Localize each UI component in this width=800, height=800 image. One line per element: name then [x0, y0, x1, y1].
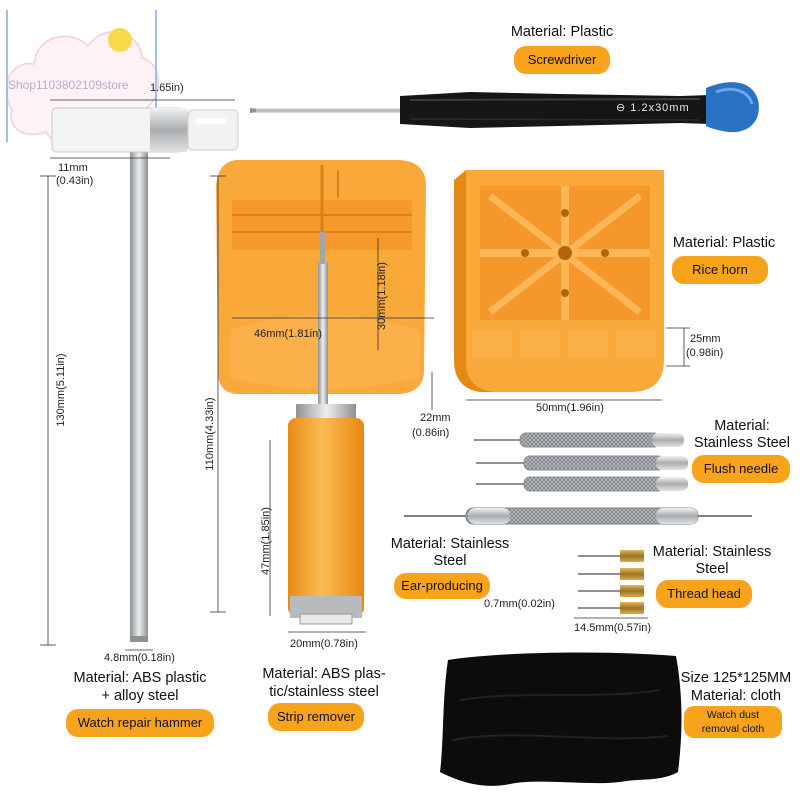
hammer-label-text: Watch repair hammer — [77, 715, 203, 730]
hammer-length: 130mm(5.11in) — [55, 353, 67, 427]
hammer-head-diameter-mm: 11mm — [58, 162, 88, 174]
thread-head-tip-size: 0.7mm(0.02in) — [484, 598, 555, 610]
hammer-label: Watch repair hammer — [66, 709, 214, 737]
rice-horn-material: Material: Plastic — [672, 235, 776, 251]
ear-producing-label: Ear-producing — [394, 573, 490, 599]
strip-remover-handle-length: 47mm(1.85in) — [260, 507, 272, 575]
dust-cloth-label: Watch dust removal cloth — [684, 706, 782, 738]
thread-head-3 — [578, 585, 644, 597]
rice-horn-height-in: (0.98in) — [686, 347, 724, 359]
hammer-material-line2: + alloy steel — [101, 688, 179, 704]
strip-remover-total-length: 110mm(4.33in) — [204, 397, 216, 471]
strip-remover-material-line2: tic/stainless steel — [269, 684, 379, 700]
screwdriver-label-text: Screwdriver — [527, 52, 597, 67]
dust-cloth-illustration — [440, 652, 682, 786]
ear-producing-illustration — [404, 507, 752, 525]
flush-needle-illustration — [474, 432, 688, 492]
thread-head-label-text: Thread head — [667, 586, 741, 601]
flush-needle-2 — [476, 455, 688, 471]
hammer-shaft-diameter: 4.8mm(0.18in) — [104, 652, 175, 664]
screwdriver-material: Material: Plastic — [510, 24, 614, 40]
thread-head-material-line1: Material: Stainless — [652, 544, 772, 560]
screwdriver-label: Screwdriver — [514, 46, 610, 74]
hammer-dimension-lines — [40, 99, 235, 651]
rice-horn-dimension-lines — [466, 327, 690, 401]
rice-horn-width: 50mm(1.96in) — [536, 402, 604, 414]
hammer-material-line1: Material: ABS plastic — [73, 670, 207, 686]
flush-needle-label-text: Flush needle — [703, 461, 779, 476]
dust-cloth-material: Material: cloth — [690, 688, 782, 704]
thread-head-1 — [578, 550, 644, 562]
watermark-text: Shop1103802109store — [8, 78, 129, 92]
flush-needle-3 — [476, 476, 688, 492]
thread-head-material-line2: Steel — [695, 561, 729, 577]
dust-cloth-size: Size 125*125MM — [680, 670, 792, 686]
thread-head-length: 14.5mm(0.57in) — [574, 622, 652, 634]
strip-remover-gap-mm: 22mm — [420, 412, 451, 424]
screwdriver-illustration — [250, 82, 759, 133]
ear-producing-material-line2: Steel — [433, 553, 467, 569]
rice-horn-height-mm: 25mm — [690, 333, 721, 345]
strip-remover-material-line1: Material: ABS plas- — [262, 666, 386, 682]
flush-needle-material-line2: Stainless Steel — [694, 435, 790, 451]
strip-remover-illustration — [216, 160, 426, 625]
strip-remover-dimension-lines — [210, 175, 434, 633]
strip-remover-label: Strip remover — [268, 703, 364, 731]
thread-head-4 — [578, 602, 644, 614]
thread-head-label: Thread head — [656, 580, 752, 608]
hammer-head-diameter-in: (0.43in) — [56, 175, 94, 187]
flush-needle-label: Flush needle — [692, 455, 790, 483]
strip-remover-height: 30mm(1.18in) — [376, 262, 388, 330]
sun-icon — [108, 28, 132, 52]
dust-cloth-label-line1: Watch dust — [706, 709, 760, 721]
strip-remover-width: 46mm(1.81in) — [254, 328, 322, 340]
rice-horn-illustration — [454, 170, 664, 392]
ear-producing-material-line1: Material: Stainless — [390, 536, 510, 552]
rice-horn-label-text: Rice horn — [692, 262, 748, 277]
thread-head-2 — [578, 568, 644, 580]
hammer-head-length: 1.65in) — [150, 82, 184, 94]
strip-remover-gap-in: (0.86in) — [412, 427, 450, 439]
strip-remover-label-text: Strip remover — [276, 709, 356, 724]
flush-needle-material-line1: Material: — [714, 418, 770, 434]
screwdriver-handle-text: ⊖ 1.2x30mm — [616, 102, 690, 114]
flush-needle-1 — [474, 432, 684, 448]
hammer-illustration — [51, 107, 239, 642]
strip-remover-handle-width: 20mm(0.78in) — [290, 638, 358, 650]
dust-cloth-label-line2: removal cloth — [701, 723, 765, 735]
ear-producing-label-text: Ear-producing — [401, 578, 483, 593]
thread-head-illustration — [578, 550, 644, 614]
rice-horn-label: Rice horn — [672, 256, 768, 284]
